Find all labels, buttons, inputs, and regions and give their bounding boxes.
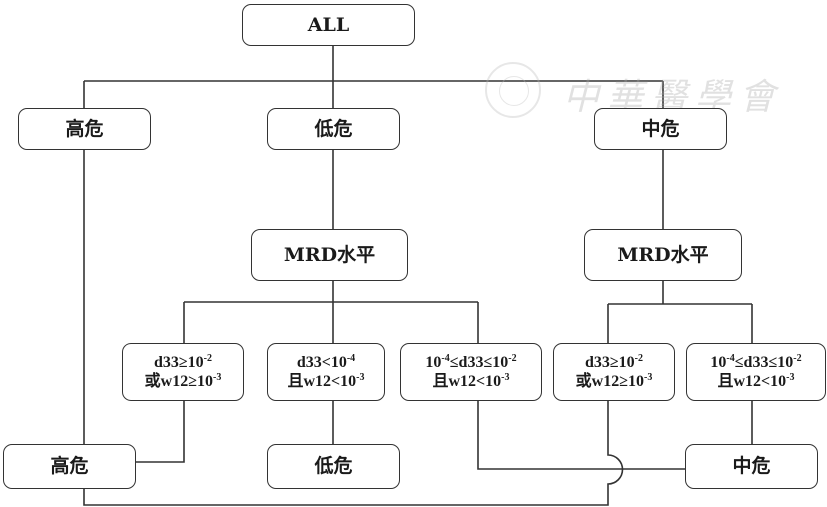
edge-cond-low-1-final-high (136, 401, 185, 463)
node-final-high: 高危 (3, 444, 136, 489)
cond-line-1: 10-4≤d33≤10-2 (710, 353, 801, 372)
cond-line-1: 10-4≤d33≤10-2 (425, 353, 516, 372)
exponent: -4 (726, 352, 735, 364)
node-risk-high: 高危 (18, 108, 151, 150)
condition-text: 10 (710, 353, 727, 371)
cond-line-2: 且w12<10-3 (717, 372, 794, 391)
exponent: -3 (644, 372, 653, 383)
node-risk-low-label: 低危 (314, 117, 353, 140)
node-cond-mid-2: 10-4≤d33≤10-2 且w12<10-3 (686, 343, 826, 401)
cond-line-2: 或w12≥10-3 (576, 372, 653, 391)
node-cond-low-1: d33≥10-2 或w12≥10-3 (122, 343, 244, 401)
condition-text: 10 (425, 353, 442, 371)
node-all: ALL (242, 4, 415, 46)
cond-line-2: 且w12<10-3 (432, 372, 509, 391)
node-risk-high-label: 高危 (65, 117, 104, 140)
node-mrd-mid-branch-label: MRD水平 (617, 243, 709, 266)
cond-line-1: d33≥10-2 (585, 353, 643, 372)
exponent: -4 (346, 352, 356, 364)
node-mrd-low-branch: MRD水平 (251, 229, 408, 281)
node-final-high-label: 高危 (50, 455, 89, 478)
node-risk-mid-label: 中危 (641, 117, 680, 140)
condition-text: d33<10 (296, 353, 347, 371)
condition-text: ≤d33≤10 (449, 353, 509, 371)
exponent: -4 (441, 352, 450, 364)
condition-text: d33≥10 (584, 353, 635, 371)
node-cond-low-2: d33<10-4 且w12<10-3 (267, 343, 385, 401)
exponent: -3 (213, 372, 222, 383)
exponent: -3 (356, 372, 365, 383)
exponent: -2 (634, 352, 644, 364)
cond-line-2: 或w12≥10-3 (145, 372, 222, 391)
condition-text: 或w12≥10 (575, 373, 644, 390)
node-mrd-mid-branch: MRD水平 (584, 229, 742, 281)
node-cond-mid-1: d33≥10-2 或w12≥10-3 (553, 343, 675, 401)
exponent: -2 (793, 352, 802, 364)
node-final-mid-label: 中危 (732, 455, 771, 478)
node-all-label: ALL (307, 13, 350, 36)
condition-text: 且w12<10 (717, 373, 787, 390)
node-cond-low-3: 10-4≤d33≤10-2 且w12<10-3 (400, 343, 542, 401)
cond-line-1: d33≥10-2 (154, 353, 212, 372)
node-final-low-label: 低危 (314, 455, 353, 478)
edge-cond-low-3-final-mid (477, 401, 685, 470)
cond-line-2: 且w12<10-3 (287, 372, 364, 391)
condition-text: 且w12<10 (432, 373, 502, 390)
node-final-mid: 中危 (685, 444, 818, 489)
edge-cond-mid-1-final-high (83, 401, 624, 506)
node-mrd-low-branch-label: MRD水平 (283, 243, 376, 266)
exponent: -2 (508, 352, 517, 364)
condition-text: ≤d33≤10 (734, 353, 794, 371)
exponent: -3 (501, 372, 510, 383)
node-final-low: 低危 (267, 444, 400, 489)
exponent: -3 (786, 372, 795, 383)
node-risk-low: 低危 (267, 108, 400, 150)
cond-line-1: d33<10-4 (297, 353, 355, 372)
condition-text: 且w12<10 (287, 373, 357, 390)
exponent: -2 (203, 352, 213, 364)
condition-text: 或w12≥10 (144, 373, 213, 390)
condition-text: d33≥10 (153, 353, 204, 371)
node-risk-mid: 中危 (594, 108, 727, 150)
